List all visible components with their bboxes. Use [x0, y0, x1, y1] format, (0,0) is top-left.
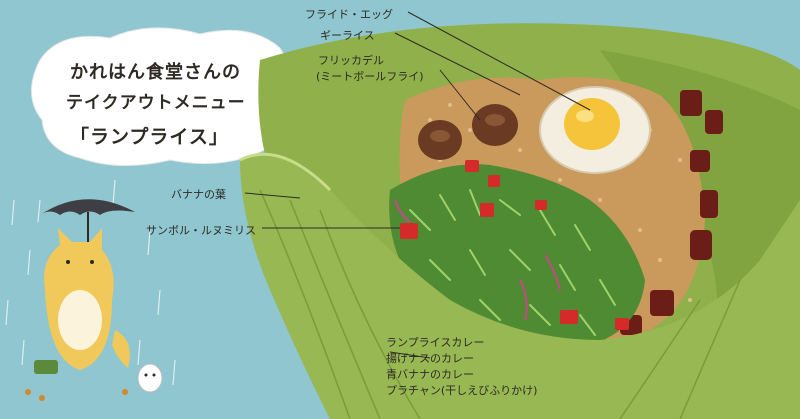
leaf-edge-highlight: [239, 152, 332, 192]
label-sambol: サンボル・ルヌミリス: [146, 224, 256, 237]
umbrella: [40, 199, 135, 215]
leaf-veins: [259, 189, 741, 419]
label-frikadel: フリッカデル: [318, 54, 384, 67]
title-line-3: 「ランプライス」: [70, 126, 229, 148]
label-banana-leaf: バナナの葉: [171, 188, 226, 201]
rain-lines: [5, 179, 176, 386]
label-frikadel-note: (ミートボールフライ): [316, 70, 424, 83]
sambol-strands: [409, 189, 616, 336]
tomato-pieces: [400, 160, 629, 330]
label-curry: 揚げナスのカレー: [386, 352, 474, 365]
fox-character: [25, 199, 163, 401]
title-line-1: かれはん食堂さんの: [70, 62, 241, 83]
banana-leaf-front: [240, 154, 800, 419]
small-creature: [137, 363, 163, 393]
label-fried-egg: フライド・エッグ: [305, 8, 393, 21]
label-curry: ランプライスカレー: [386, 336, 485, 349]
title-line-2: テイクアウトメニュー: [66, 93, 246, 113]
label-curry: 青バナナのカレー: [386, 368, 474, 381]
curry-chunks: [620, 90, 723, 335]
fried-egg: [539, 86, 651, 174]
label-ghee-rice: ギーライス: [320, 29, 375, 42]
frikadel: [418, 104, 518, 160]
label-curry: プラチャン(干しえびふりかけ): [386, 384, 538, 397]
fox-belly: [58, 290, 102, 350]
label-pointers: [244, 11, 591, 359]
red-onion: [394, 199, 561, 321]
